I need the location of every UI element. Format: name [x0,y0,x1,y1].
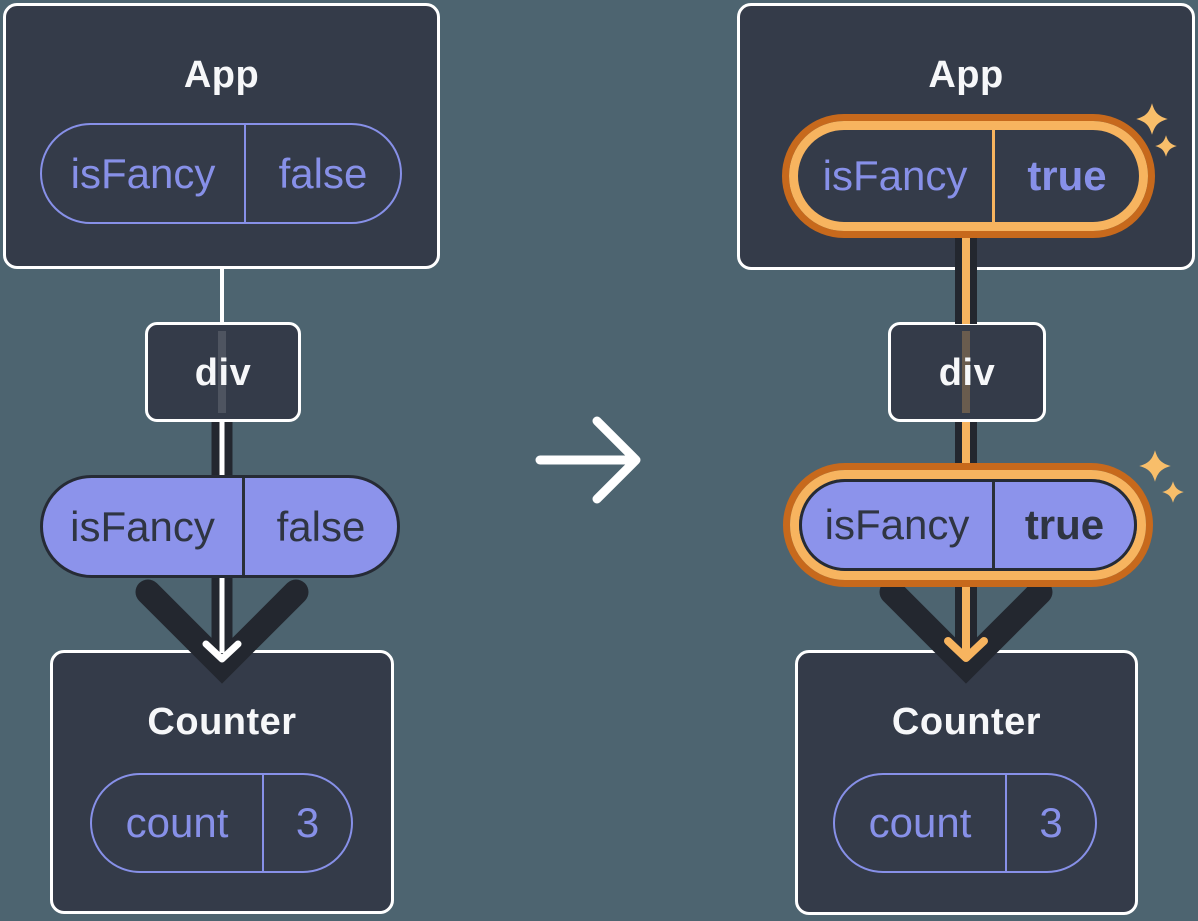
prop-value-label: true [1027,152,1107,199]
state-value-label: 3 [1039,799,1063,846]
pass-through-line [218,331,226,413]
pass-through-line [962,331,970,413]
div-label: div [194,352,252,394]
pill-cell-key: isFancy [43,478,245,575]
highlight-ring: isFancy true [790,470,1146,580]
state-key-label: count [868,799,972,846]
pill-cell-key: isFancy [798,130,995,222]
pill-cell-value: true [995,130,1139,222]
pill-cell-key: isFancy [802,482,995,568]
after-state-to-counter-arrow [944,587,988,662]
app-title: App [183,54,260,96]
before-passed-prop-pill: isFancy false [40,475,400,578]
pill-cell-key: count [92,775,264,871]
after-app-prop-pill-highlighted: isFancy true [782,114,1155,238]
prop-key-label: isFancy [822,152,968,199]
before-div-node-box: div [145,322,301,422]
pill-cell-key: isFancy [42,125,246,222]
pill-cell-value: false [246,125,400,222]
pill-cell-key: count [835,775,1007,871]
highlight-ring: isFancy true [789,121,1148,231]
before-state-to-counter-arrow [202,578,242,663]
prop-key-label: isFancy [70,502,215,550]
counter-title: Counter [147,701,297,743]
state-value-label: 3 [295,799,320,846]
state-key-label: count [125,799,229,846]
pill-cell-value: true [995,482,1134,568]
prop-value-label: true [1024,501,1105,548]
before-app-prop-pill: isFancy false [40,123,402,224]
after-counter-state-pill: count 3 [833,773,1097,873]
prop-key-label: isFancy [824,501,970,548]
sparkle-icon-large [1139,450,1171,482]
prop-key-label: isFancy [70,149,216,197]
pill-cell-value: false [245,478,397,575]
passed-prop-core: isFancy true [799,479,1137,571]
pill-cell-value: 3 [264,775,351,871]
before-counter-state-pill: count 3 [90,773,353,873]
app-title: App [928,54,1004,96]
div-label: div [938,352,996,394]
prop-value-label: false [276,502,366,550]
after-passed-prop-pill-highlighted: isFancy true [783,463,1153,587]
prop-value-label: false [278,149,368,197]
sparkle-icon-small [1162,481,1184,503]
after-div-node-box: div [888,322,1046,422]
pill-cell-value: 3 [1007,775,1095,871]
counter-title: Counter [891,701,1042,743]
transition-arrow-icon [535,416,641,504]
